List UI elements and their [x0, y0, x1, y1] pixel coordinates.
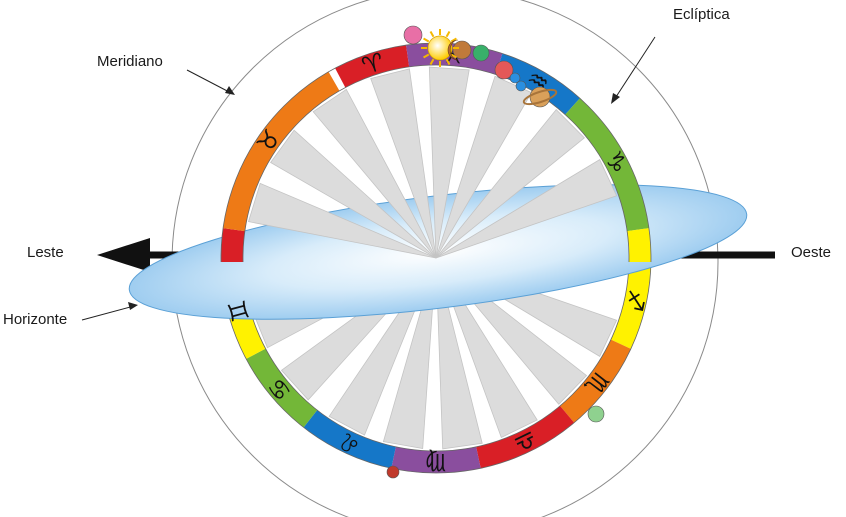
- horizon-label: Horizonte: [3, 311, 68, 328]
- meridian-arrowhead: [225, 86, 235, 95]
- ecliptic-band-libra: [476, 405, 575, 469]
- meridian-ray: [270, 129, 437, 259]
- saturn-planet: [529, 86, 551, 108]
- mercury-planet: [509, 72, 521, 84]
- ecliptic-band-capricorn-sagittarius-gap: [627, 228, 651, 258]
- sun-icon: [421, 29, 459, 67]
- meridian-ray: [435, 109, 585, 259]
- horizon-arrowhead: [128, 302, 138, 310]
- moon-icon: [447, 39, 459, 61]
- ecliptic-band-taurus: [223, 71, 340, 232]
- meridian-ray: [370, 68, 437, 259]
- meridian-ray: [435, 75, 533, 259]
- upper-meridian-rays: [247, 66, 618, 259]
- meridian-ray: [435, 159, 618, 259]
- earth-planet: [472, 44, 490, 62]
- east-label: Leste: [27, 244, 64, 261]
- meridian-arrow: [186, 69, 234, 95]
- meridian-ray: [435, 262, 483, 450]
- ecliptic-band-cancer: [246, 348, 318, 428]
- meridian-label: Meridiano: [97, 53, 163, 70]
- saturn-ring-icon: [522, 88, 558, 106]
- ecliptic-band-capricorn: [565, 98, 649, 232]
- green-planet: [587, 405, 605, 423]
- zodiac-sign-virgo-icon: ♍: [425, 448, 447, 476]
- west-label: Oeste: [791, 244, 832, 261]
- ecliptic-outer-edge: [220, 262, 652, 474]
- ecliptic-band-aquarius: [495, 53, 580, 115]
- mercury-planet: [515, 80, 527, 92]
- ecliptic-inner-edge: [242, 64, 630, 262]
- moon-planet: [452, 40, 472, 60]
- ecliptic-label: Eclíptica: [673, 6, 730, 23]
- meridian-ray: [312, 88, 437, 259]
- planets-group: [386, 25, 605, 479]
- ecliptic-band-sagittarius: [628, 258, 651, 262]
- horizon-arrow: [81, 305, 135, 321]
- meridian-ray: [437, 262, 538, 439]
- ecliptic-band-aries: [335, 45, 410, 88]
- ecliptic-band-virgo: [391, 446, 481, 474]
- ecliptic-band-sagittarius: [610, 262, 651, 349]
- venus-planet: [403, 25, 423, 45]
- east-arrowhead-icon: [97, 238, 150, 272]
- ecliptic-inner-edge: [242, 262, 630, 452]
- ecliptic-band-scorpio: [560, 339, 631, 423]
- ecliptic-band-gemini-taurus-gap: [221, 228, 245, 262]
- meridian-ray: [247, 182, 437, 259]
- ecliptic-arrow: [613, 36, 656, 101]
- red-planet: [386, 465, 400, 479]
- meridian-ray: [428, 66, 470, 259]
- ecliptic-band-leo: [303, 410, 396, 469]
- mars-planet: [494, 60, 514, 80]
- ecliptic-arrowhead: [611, 93, 620, 104]
